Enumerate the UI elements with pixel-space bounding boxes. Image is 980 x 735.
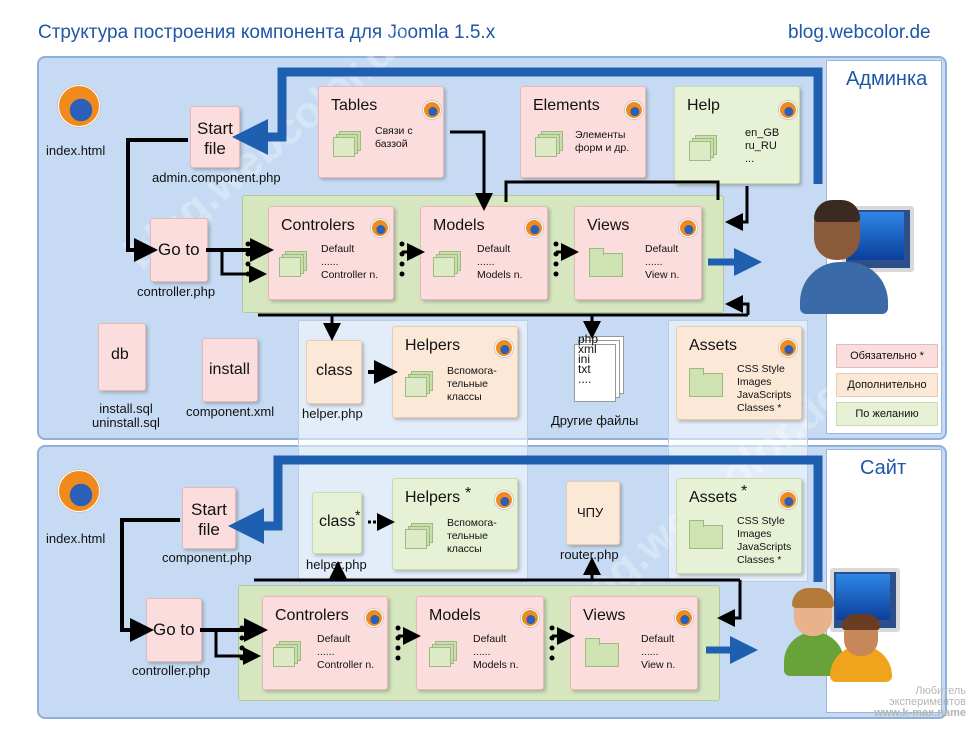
- legend-additional: Дополнительно: [836, 373, 938, 397]
- pages-icon: [689, 135, 717, 161]
- pages-icon: [405, 371, 433, 397]
- admin-models-box: Models Default ...... Models n.: [420, 206, 548, 300]
- admin-assets-box: Assets CSS Style Images JavaScripts Clas…: [676, 326, 802, 420]
- firefox-icon: [779, 339, 797, 357]
- folder-icon: [585, 638, 619, 667]
- firefox-icon: [525, 219, 543, 237]
- site-controller-file: controller.php: [132, 663, 211, 678]
- folder-icon: [589, 248, 623, 277]
- diagram-title: Структура построения компонента для Joom…: [38, 22, 496, 43]
- admin-install-file: component.xml: [186, 404, 275, 419]
- experimenter-credit: Любитель экспериментов www.k-max.name: [874, 685, 966, 719]
- admin-start-file: admin.component.php: [152, 170, 281, 185]
- firefox-icon: [779, 491, 797, 509]
- site-views-box: Views Default ...... View n.: [570, 596, 698, 690]
- site-controllers-box: Controlers Default ...... Controller n.: [262, 596, 388, 690]
- site-start-box: Start file: [182, 487, 236, 549]
- site-router-box: ЧПУ: [566, 481, 620, 545]
- admin-controller-file: controller.php: [137, 284, 216, 299]
- pages-icon: [405, 523, 433, 549]
- admin-elements-box: Elements Элементы форм и др.: [520, 86, 646, 178]
- firefox-icon: [625, 101, 643, 119]
- legend-required: Обязательно *: [836, 344, 938, 368]
- legend-optional: По желанию: [836, 402, 938, 426]
- pages-icon: [433, 251, 461, 277]
- admin-db-files: install.sql uninstall.sql: [92, 401, 160, 430]
- admin-user-icon: [790, 196, 916, 322]
- firefox-icon: [495, 491, 513, 509]
- firefox-icon: [675, 609, 693, 627]
- other-files-label: Другие файлы: [551, 413, 639, 428]
- firefox-icon: [495, 339, 513, 357]
- pages-icon: [273, 641, 301, 667]
- other-files-types: php xml ini txt ....: [578, 332, 599, 386]
- site-start-file: component.php: [162, 550, 252, 565]
- admin-start-box: Start file: [190, 106, 240, 168]
- firefox-icon: [521, 609, 539, 627]
- admin-section-label: Админка: [846, 68, 928, 90]
- admin-class-box: class: [306, 340, 362, 404]
- site-users-icon: [780, 562, 900, 684]
- site-credit: blog.webcolor.de: [788, 22, 931, 43]
- firefox-icon: [58, 470, 100, 512]
- admin-controllers-box: Controlers Default ...... Controller n.: [268, 206, 394, 300]
- site-class-box: class *: [312, 492, 362, 554]
- folder-icon: [689, 520, 723, 549]
- site-assets-box: Assets * CSS Style Images JavaScripts Cl…: [676, 478, 802, 574]
- admin-tables-box: Tables Связи с баззой: [318, 86, 444, 178]
- admin-db-box: db: [98, 323, 146, 391]
- site-helpers-box: Helpers * Вспомога- тельные классы: [392, 478, 518, 570]
- admin-install-box: install: [202, 338, 258, 402]
- folder-icon: [689, 368, 723, 397]
- firefox-icon: [371, 219, 389, 237]
- pages-icon: [279, 251, 307, 277]
- firefox-icon: [779, 101, 797, 119]
- site-index-file: index.html: [46, 531, 106, 546]
- admin-help-box: Help en_GB ru_RU ...: [674, 86, 800, 184]
- firefox-icon: [423, 101, 441, 119]
- admin-helpers-box: Helpers Вспомога- тельные классы: [392, 326, 518, 418]
- site-models-box: Models Default ...... Models n.: [416, 596, 544, 690]
- firefox-icon: [58, 85, 100, 127]
- site-router-file: router.php: [560, 547, 619, 562]
- site-section-label: Сайт: [860, 457, 907, 479]
- site-helper-file: helper.php: [306, 557, 367, 572]
- firefox-icon: [365, 609, 383, 627]
- admin-views-box: Views Default ...... View n.: [574, 206, 702, 300]
- pages-icon: [429, 641, 457, 667]
- admin-index-file: index.html: [46, 143, 106, 158]
- firefox-icon: [679, 219, 697, 237]
- admin-helper-file: helper.php: [302, 406, 363, 421]
- other-files-stack: [574, 336, 624, 402]
- pages-icon: [333, 131, 361, 157]
- admin-goto-box: Go to: [150, 218, 208, 282]
- pages-icon: [535, 131, 563, 157]
- site-goto-box: Go to: [146, 598, 202, 662]
